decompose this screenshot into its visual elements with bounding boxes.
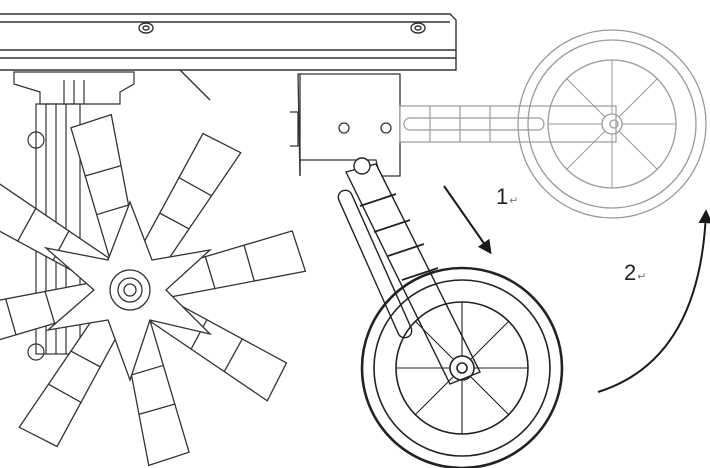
step-2-label: 2↵	[624, 260, 647, 285]
wheel-mount-bracket	[290, 73, 401, 177]
tiller-rotor	[0, 113, 307, 467]
lowered-wheel	[360, 266, 564, 468]
step-arrows	[443, 185, 710, 393]
raised-wheel	[517, 29, 707, 219]
arrow-step-1	[443, 185, 492, 255]
lowered-wheel-arm	[337, 157, 481, 385]
frame-beam	[0, 13, 457, 101]
arrow-step-2	[597, 209, 710, 393]
step-1-label: 1↵	[496, 184, 519, 209]
